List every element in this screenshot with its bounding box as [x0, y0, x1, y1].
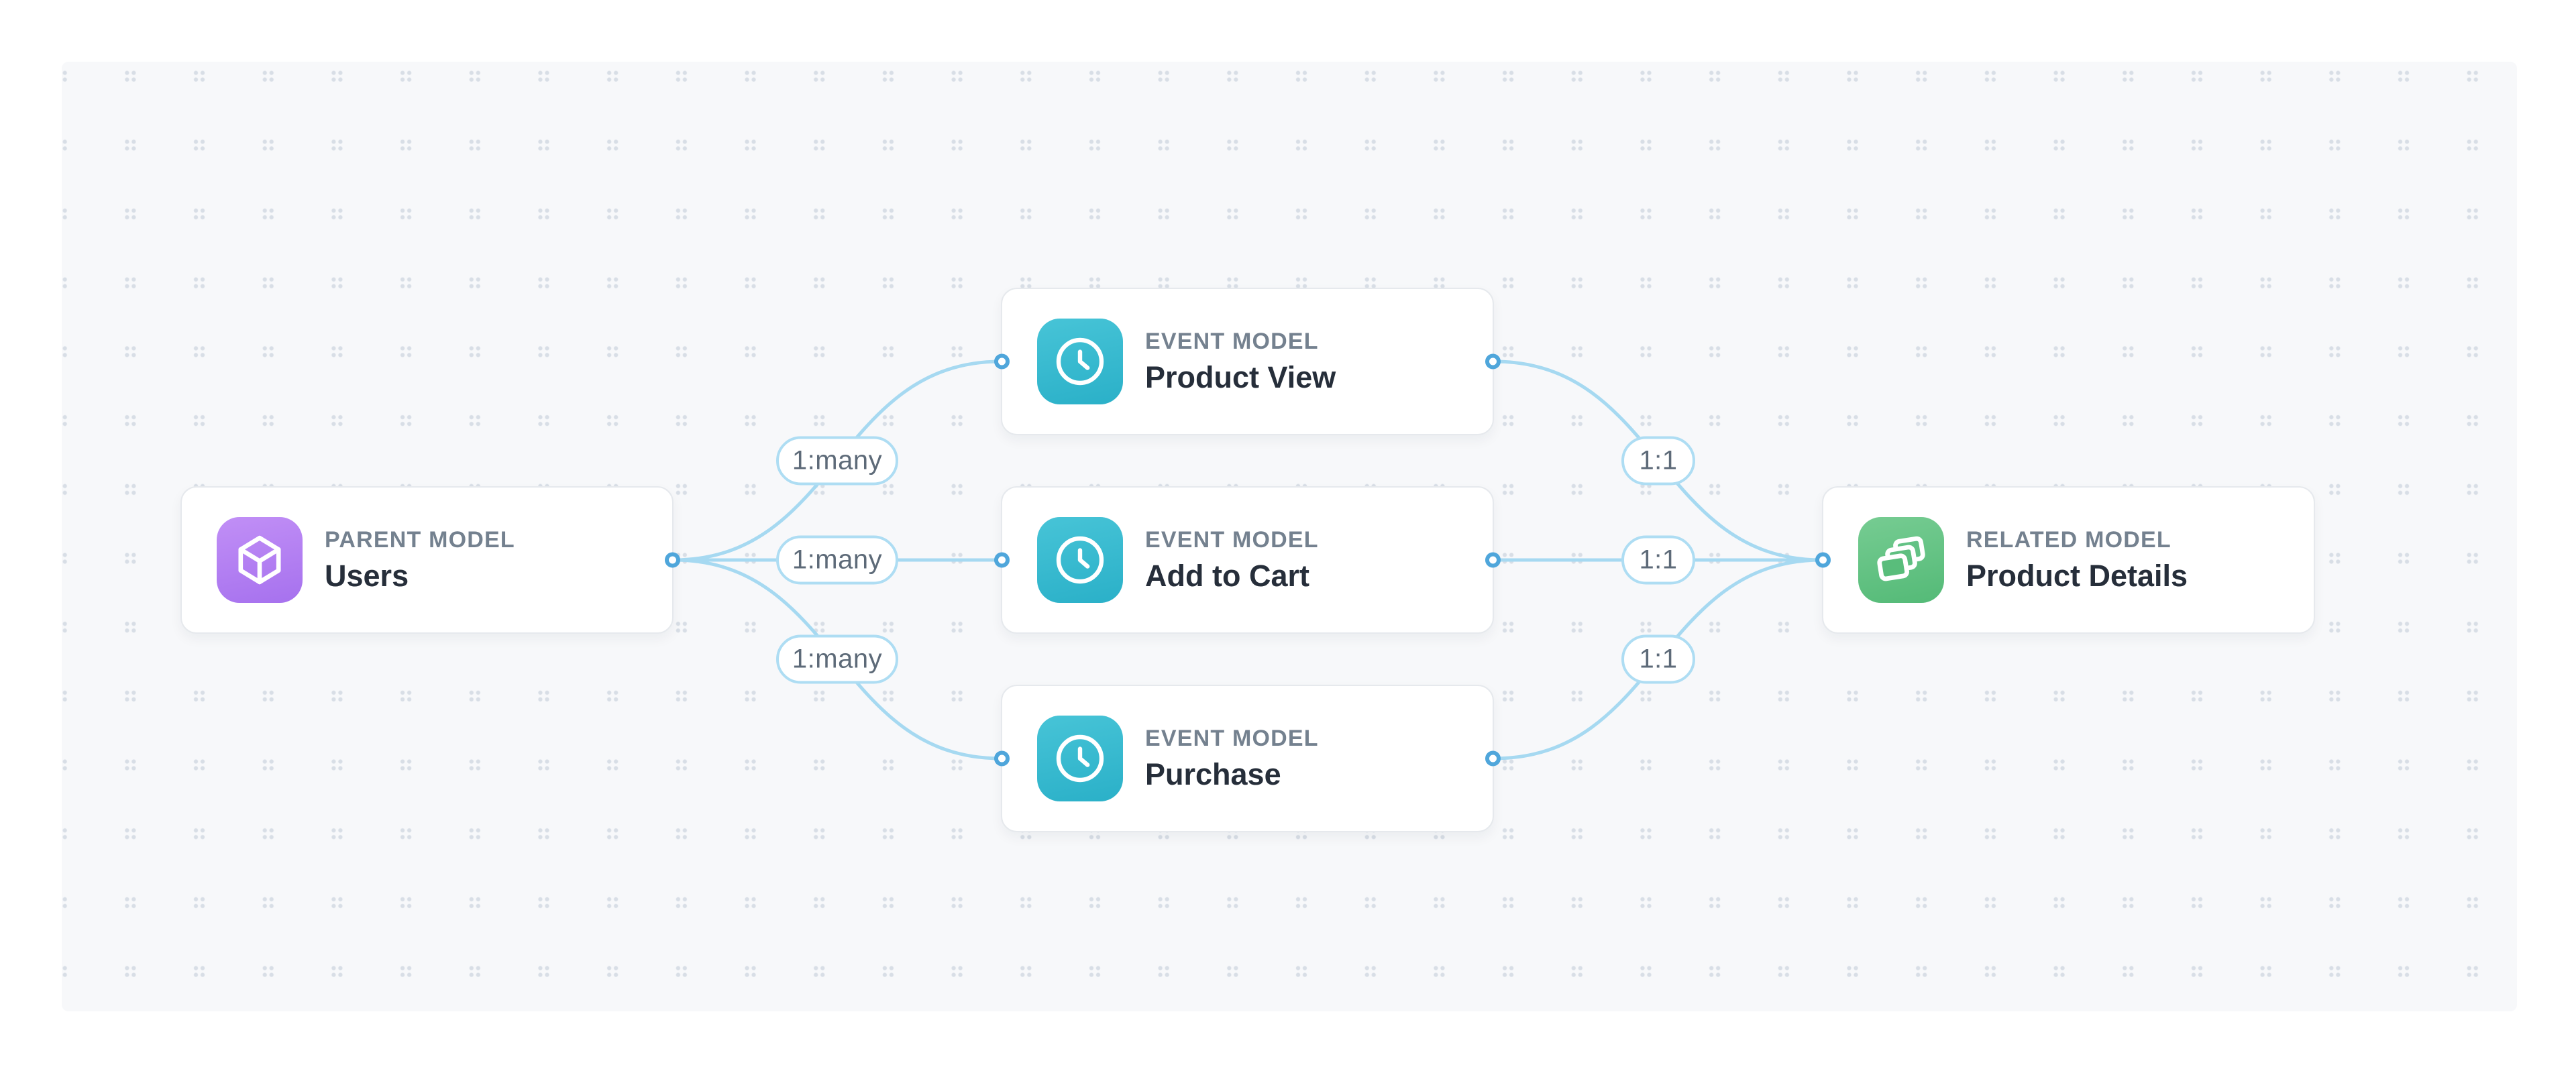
- node-event-model-purchase[interactable]: EVENT MODEL Purchase: [994, 685, 1501, 832]
- connection-handle-target[interactable]: [1815, 552, 1831, 568]
- layers-icon: [1858, 517, 1944, 603]
- node-name: Users: [325, 558, 409, 593]
- edge-label-1to1-middle[interactable]: 1:1: [1621, 535, 1695, 585]
- node-type-label: EVENT MODEL: [1145, 328, 1319, 354]
- node-name: Product View: [1145, 359, 1336, 394]
- edge-label-1many-middle[interactable]: 1:many: [776, 535, 898, 585]
- connection-handle-target[interactable]: [994, 750, 1010, 767]
- node-name: Add to Cart: [1145, 558, 1309, 593]
- connection-handle-source[interactable]: [1485, 353, 1501, 370]
- node-name: Purchase: [1145, 756, 1281, 791]
- connection-handle-target[interactable]: [994, 552, 1010, 568]
- edge-label-1to1-bottom[interactable]: 1:1: [1621, 634, 1695, 684]
- connection-handle-source[interactable]: [1485, 552, 1501, 568]
- connection-handle-source[interactable]: [665, 552, 680, 568]
- edge-label-1to1-top[interactable]: 1:1: [1621, 436, 1695, 486]
- node-type-label: PARENT MODEL: [325, 526, 515, 553]
- clock-icon: [1037, 517, 1123, 603]
- node-name: Product Details: [1966, 558, 2188, 593]
- node-type-label: EVENT MODEL: [1145, 725, 1319, 751]
- node-type-label: EVENT MODEL: [1145, 526, 1319, 553]
- connection-handle-target[interactable]: [994, 353, 1010, 370]
- node-event-model-product-view[interactable]: EVENT MODEL Product View: [994, 288, 1501, 435]
- node-related-model-product-details[interactable]: RELATED MODEL Product Details: [1815, 486, 2315, 634]
- node-type-label: RELATED MODEL: [1966, 526, 2171, 553]
- node-parent-model-users[interactable]: PARENT MODEL Users: [180, 486, 680, 634]
- edge-label-1many-bottom[interactable]: 1:many: [776, 634, 898, 684]
- clock-icon: [1037, 716, 1123, 801]
- edge-label-1many-top[interactable]: 1:many: [776, 436, 898, 486]
- connection-handle-source[interactable]: [1485, 750, 1501, 767]
- clock-icon: [1037, 319, 1123, 404]
- box-icon: [217, 517, 303, 603]
- node-event-model-add-to-cart[interactable]: EVENT MODEL Add to Cart: [994, 486, 1501, 634]
